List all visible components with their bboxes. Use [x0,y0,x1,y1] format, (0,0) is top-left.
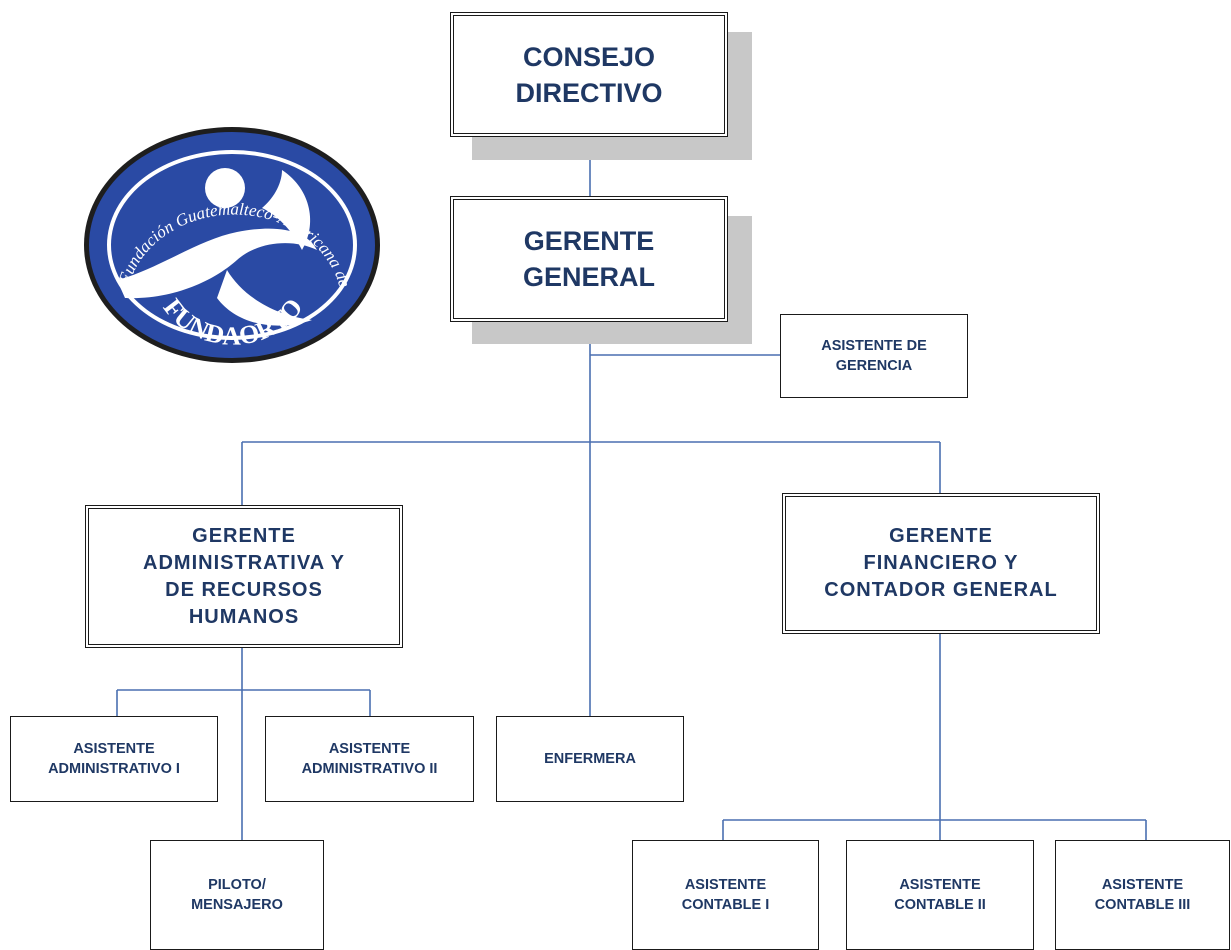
asistente-contable-2-label: ASISTENTE CONTABLE II [894,877,986,913]
gerente-financiero-box: GERENTE FINANCIERO Y CONTADOR GENERAL [782,493,1100,634]
asistente-administrativo-1-box: ASISTENTE ADMINISTRATIVO I [10,716,218,802]
asistente-contable-1-box: ASISTENTE CONTABLE I [632,840,819,950]
gerente-administrativa-box: GERENTE ADMINISTRATIVA Y DE RECURSOS HUM… [85,505,403,648]
gerente-administrativa-label: GERENTE ADMINISTRATIVA Y DE RECURSOS HUM… [143,524,345,628]
consejo-directivo-label: CONSEJO DIRECTIVO [515,41,663,108]
enfermera-label: ENFERMERA [544,751,636,767]
enfermera-box: ENFERMERA [496,716,684,802]
asistente-contable-2-box: ASISTENTE CONTABLE II [846,840,1034,950]
gerente-general-label: GERENTE GENERAL [522,226,655,292]
asistente-administrativo-2-label: ASISTENTE ADMINISTRATIVO II [301,741,438,777]
piloto-mensajero-box: PILOTO/ MENSAJERO [150,840,324,950]
fundaorto-logo: Fundación Guatemalteco-Americana de Ciru… [77,120,380,363]
piloto-mensajero-label: PILOTO/ MENSAJERO [191,877,283,913]
asistente-administrativo-1-label: ASISTENTE ADMINISTRATIVO I [48,741,180,777]
asistente-contable-1-label: ASISTENTE CONTABLE I [681,877,770,913]
consejo-directivo-box: CONSEJO DIRECTIVO [450,12,728,137]
asistente-contable-3-box: ASISTENTE CONTABLE III [1055,840,1230,950]
gerente-general-box: GERENTE GENERAL [450,196,728,322]
asistente-gerencia-box: ASISTENTE DE GERENCIA [780,314,968,398]
asistente-gerencia-label: ASISTENTE DE GERENCIA [821,338,927,374]
asistente-administrativo-2-box: ASISTENTE ADMINISTRATIVO II [265,716,474,802]
asistente-contable-3-label: ASISTENTE CONTABLE III [1094,877,1191,913]
gerente-financiero-label: GERENTE FINANCIERO Y CONTADOR GENERAL [824,525,1058,601]
